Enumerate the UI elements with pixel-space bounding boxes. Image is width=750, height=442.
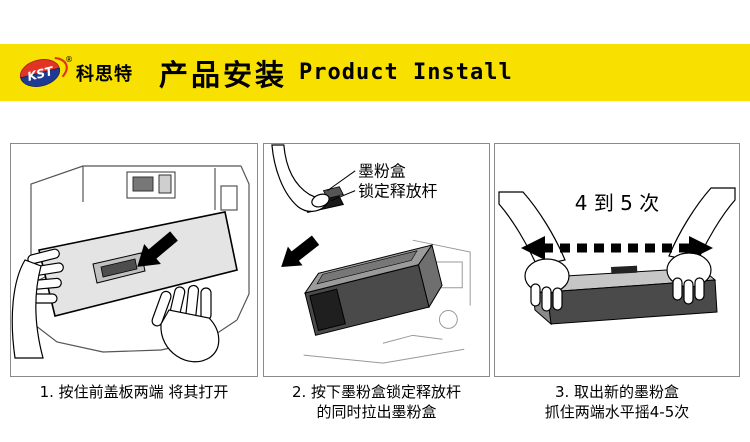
step2-caption-line1: 2. 按下墨粉盒锁定释放杆 xyxy=(291,383,462,401)
step-panel-3: 4 到 5 次 xyxy=(494,143,740,377)
step-panel-1 xyxy=(10,143,258,377)
open-direction-arrow-icon xyxy=(137,231,178,267)
brand-logo: KST ® xyxy=(14,52,73,94)
step1-illustration xyxy=(11,165,250,363)
pull-direction-arrow-icon xyxy=(281,235,320,268)
step1-caption: 1. 按住前盖板两端 将其打开 xyxy=(10,382,258,402)
shake-count-label: 4 到 5 次 xyxy=(575,191,660,215)
lever-label: 锁定释放杆 xyxy=(358,182,437,201)
registered-mark: ® xyxy=(65,55,72,64)
step2-illustration: 墨粉盒 锁定释放杆 xyxy=(271,144,471,364)
printer-control-detail xyxy=(126,171,176,199)
brand-name: 科思特 xyxy=(76,63,133,85)
step1-caption-line1: 1. 按住前盖板两端 将其打开 xyxy=(39,383,229,401)
right-hand-icon xyxy=(666,252,712,305)
left-hand-icon xyxy=(524,258,570,312)
right-hand-icon xyxy=(151,284,220,363)
left-arm-icon xyxy=(498,191,566,267)
toner-label: 墨粉盒 xyxy=(358,162,406,181)
label-leader-lines xyxy=(327,170,356,201)
step3-caption: 3. 取出新的墨粉盒 抓住两端水平摇4-5次 xyxy=(494,382,740,422)
header-banner: KST ® 科思特 产品安装 Product Install xyxy=(0,44,750,101)
page-title-en: Product Install xyxy=(299,60,513,85)
step2-caption: 2. 按下墨粉盒锁定释放杆 的同时拉出墨粉盒 xyxy=(263,382,490,422)
step-panel-2: 墨粉盒 锁定释放杆 xyxy=(263,143,490,377)
toner-cartridge xyxy=(303,243,443,336)
brand-logo-icon: KST ® xyxy=(19,55,73,87)
page-title-cn: 产品安装 xyxy=(159,57,288,92)
logo-text: KST xyxy=(26,63,56,83)
left-hand-icon xyxy=(11,248,64,359)
step3-caption-line2: 抓住两端水平摇4-5次 xyxy=(544,403,690,421)
pressing-hand-icon xyxy=(271,144,330,212)
step3-caption-line1: 3. 取出新的墨粉盒 xyxy=(554,383,680,401)
step3-illustration: 4 到 5 次 xyxy=(498,187,736,326)
step2-caption-line2: 的同时拉出墨粉盒 xyxy=(316,403,437,421)
